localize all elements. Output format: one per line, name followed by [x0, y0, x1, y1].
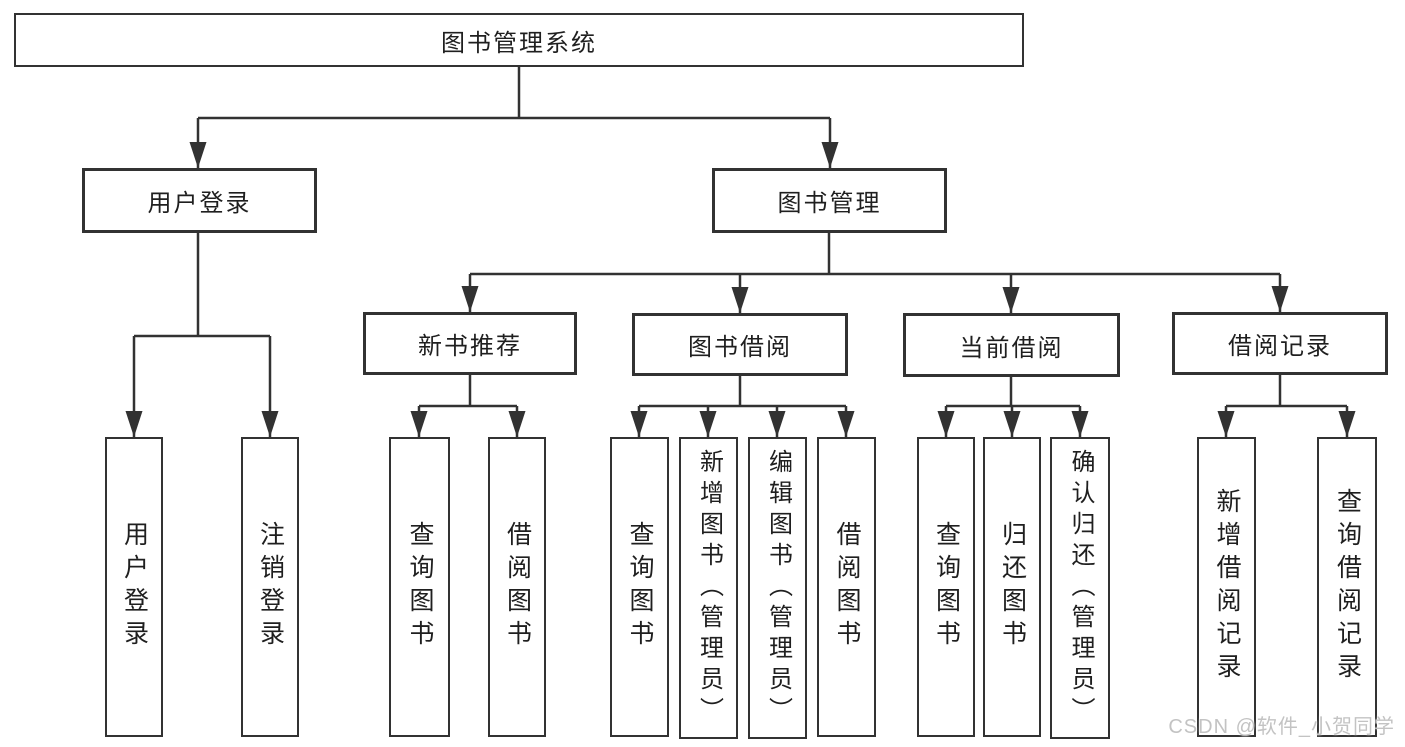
- node-label: 注销登录: [256, 521, 285, 653]
- csdn-watermark: CSDN @软件_小贺同学: [1168, 716, 1395, 738]
- node-label: 新书推荐: [418, 333, 522, 360]
- leaf-return-books: 归还图书: [983, 437, 1041, 737]
- leaf-borrow-books-2: 借阅图书: [817, 437, 876, 737]
- node-label: 图书借阅: [688, 334, 792, 361]
- node-label: 查询借阅记录: [1333, 488, 1362, 686]
- leaf-query-borrow-record: 查询借阅记录: [1317, 437, 1377, 737]
- node-label: 新增借阅记录: [1213, 488, 1241, 686]
- node-borrowing-records: 借阅记录: [1172, 312, 1388, 375]
- node-current-borrowing: 当前借阅: [903, 313, 1120, 377]
- leaf-query-books-1: 查询图书: [389, 437, 450, 737]
- node-label: 查询图书: [626, 521, 654, 653]
- leaf-add-borrow-record: 新增借阅记录: [1197, 437, 1256, 737]
- node-label: 用户登录: [120, 521, 149, 653]
- node-label: 查询图书: [932, 521, 961, 653]
- node-label: 查询图书: [406, 521, 434, 653]
- node-label: 当前借阅: [959, 334, 1064, 362]
- node-book-borrowing: 图书借阅: [632, 313, 848, 376]
- leaf-edit-book-admin: 编辑图书（管理员）: [748, 437, 807, 739]
- node-label: 图书管理系统: [441, 29, 597, 57]
- node-new-book-recommend: 新书推荐: [363, 312, 577, 375]
- node-library-management-system: 图书管理系统: [14, 13, 1024, 67]
- node-book-management-branch: 图书管理: [712, 168, 947, 233]
- leaf-user-login: 用户登录: [105, 437, 163, 737]
- node-label: 借阅图书: [833, 521, 861, 653]
- node-label: 借阅图书: [503, 521, 532, 653]
- node-label: 借阅记录: [1228, 333, 1332, 360]
- node-label: 新增图书（管理员）: [695, 448, 723, 728]
- node-label: 图书管理: [777, 190, 882, 217]
- node-label: 确认归还（管理员）: [1067, 448, 1094, 728]
- node-label: 归还图书: [998, 521, 1027, 653]
- leaf-query-books-3: 查询图书: [917, 437, 975, 737]
- leaf-add-book-admin: 新增图书（管理员）: [679, 437, 738, 739]
- node-user-login-branch: 用户登录: [82, 168, 317, 233]
- leaf-logout: 注销登录: [241, 437, 299, 737]
- leaf-query-books-2: 查询图书: [610, 437, 669, 737]
- node-label: 用户登录: [147, 190, 252, 217]
- leaf-borrow-books-1: 借阅图书: [488, 437, 546, 737]
- node-label: 编辑图书（管理员）: [764, 448, 792, 728]
- leaf-confirm-return-admin: 确认归还（管理员）: [1050, 437, 1110, 739]
